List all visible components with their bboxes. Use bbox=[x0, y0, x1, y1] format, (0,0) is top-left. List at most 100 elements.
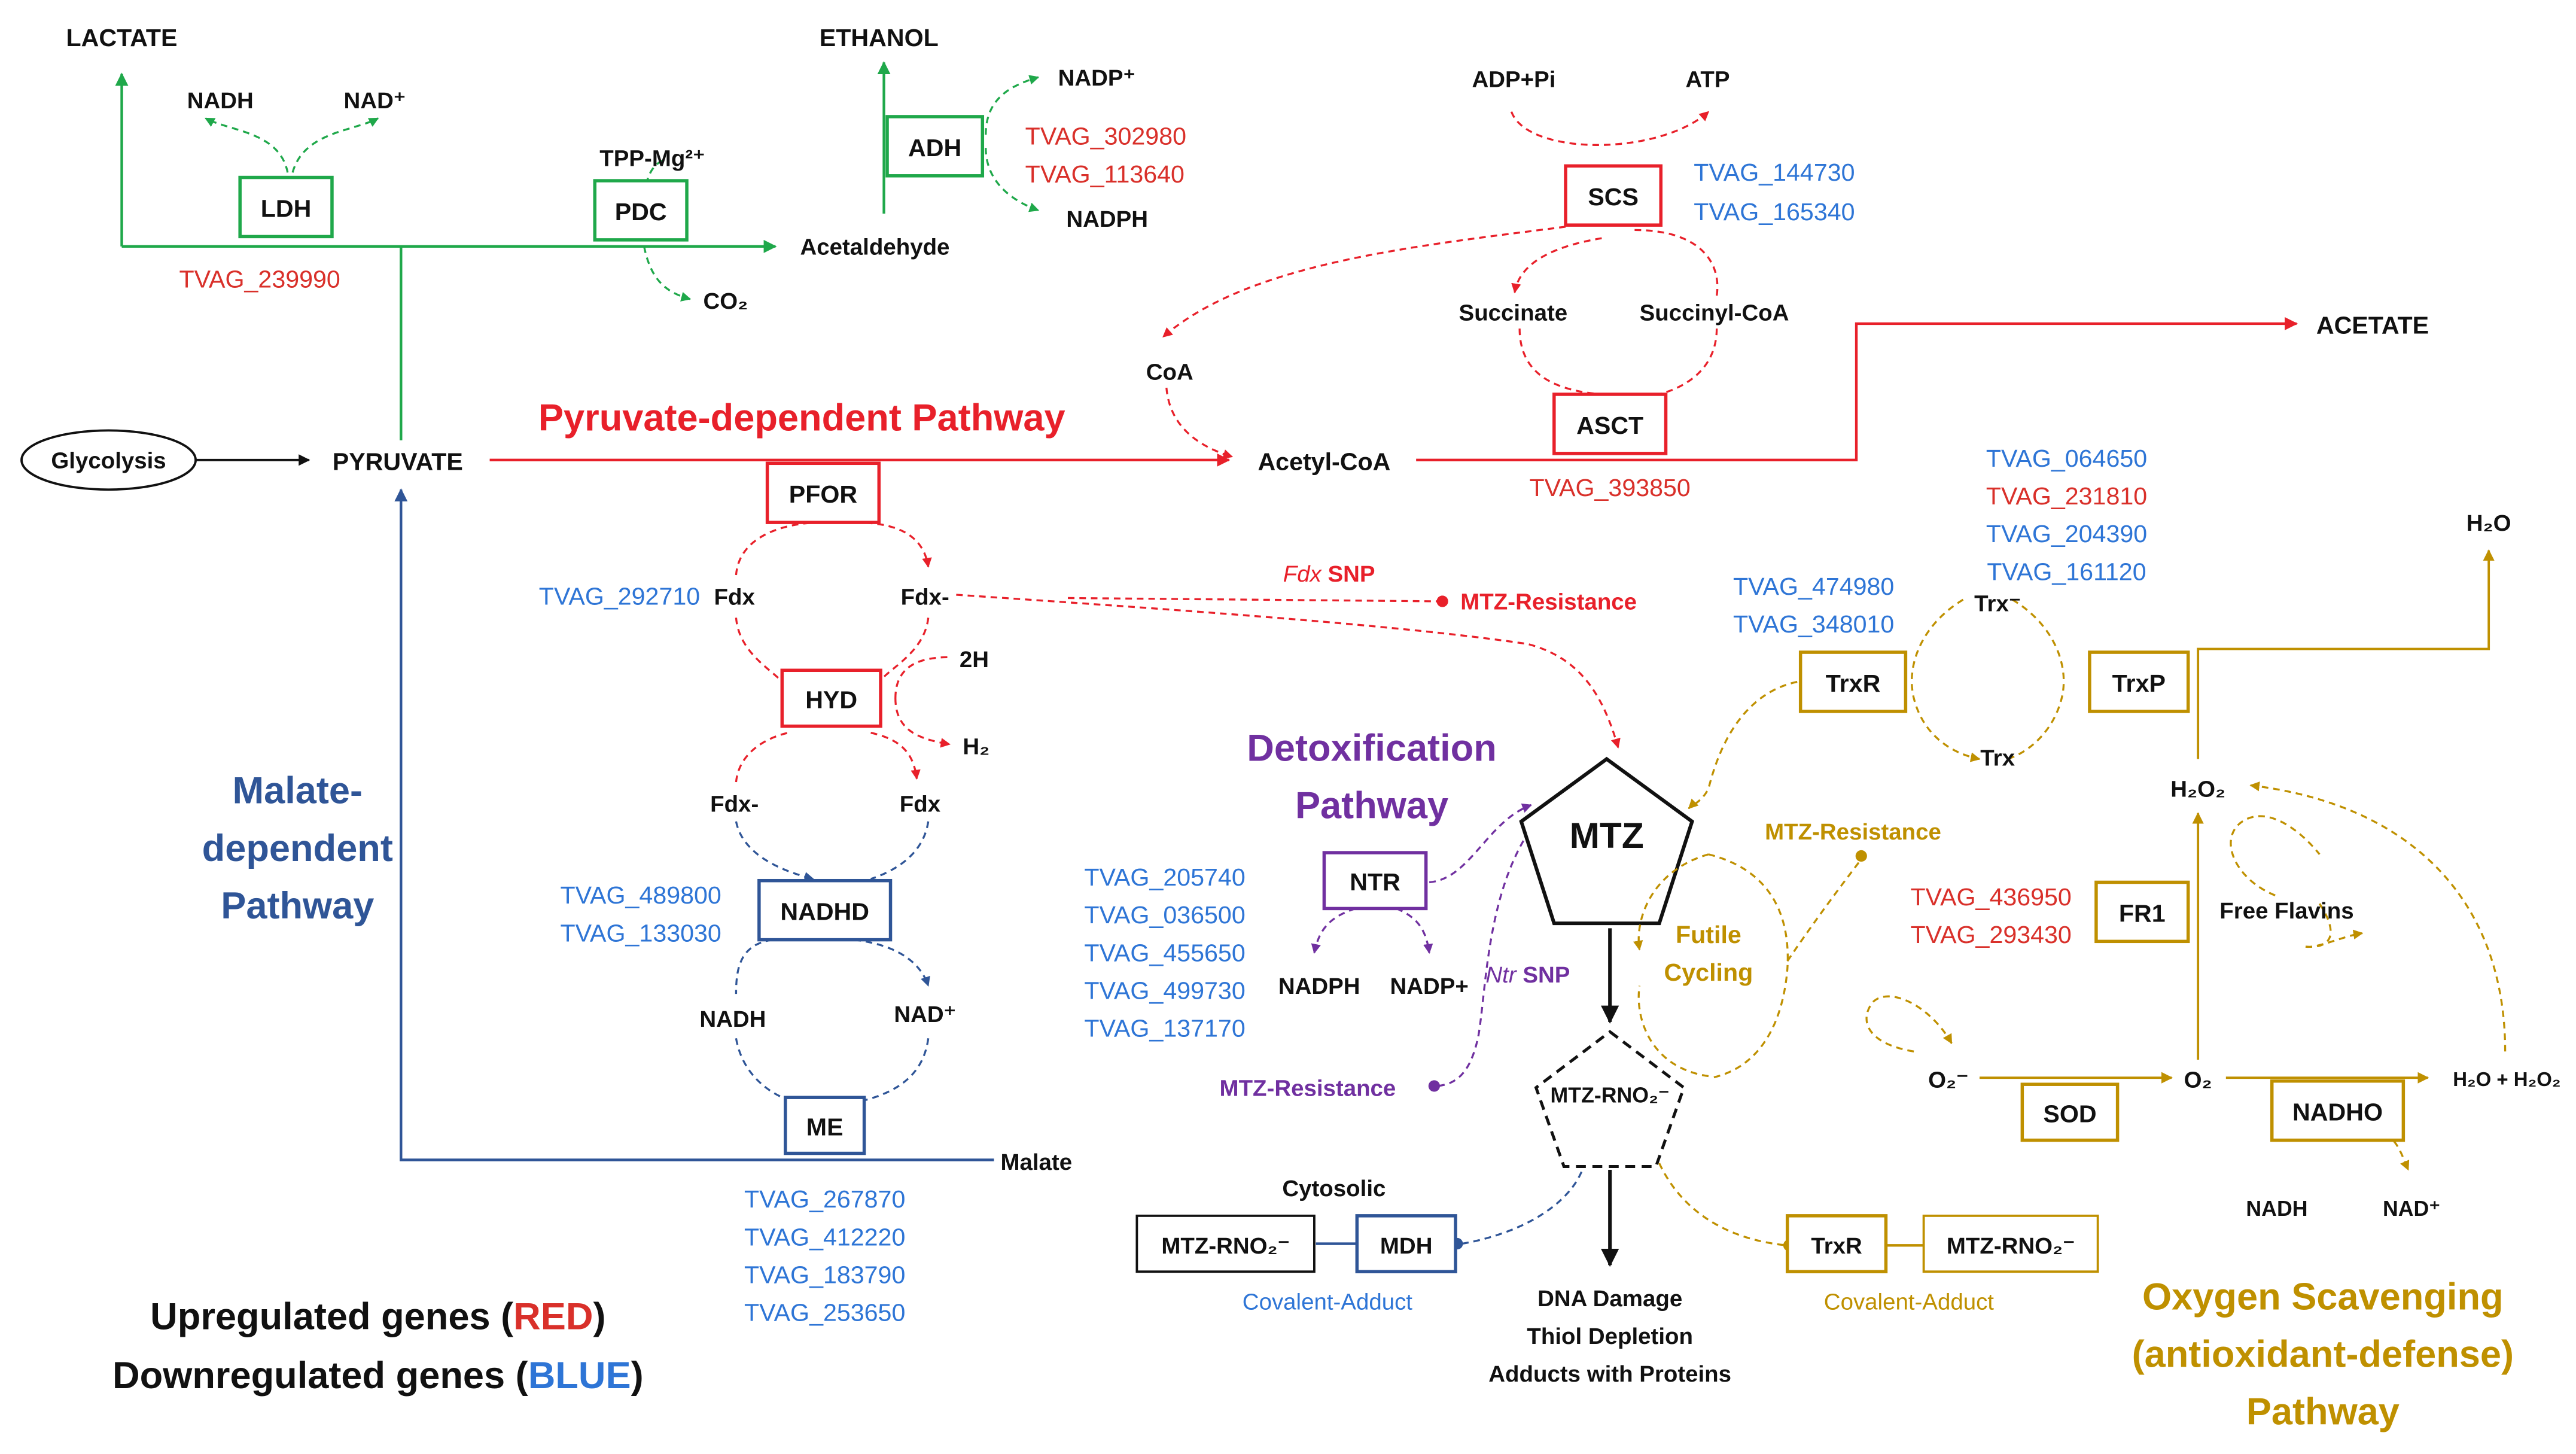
nadph-adh-label: NADPH bbox=[1066, 206, 1148, 232]
enzyme-ntr-label: NTR bbox=[1350, 868, 1400, 896]
enzyme-pdc: PDC bbox=[593, 179, 689, 242]
legend: Upregulated genes (RED) Downregulated ge… bbox=[112, 1295, 644, 1397]
fdx-top-right-label: Fdx- bbox=[901, 584, 949, 610]
o2-label: O₂ bbox=[2184, 1067, 2212, 1093]
gene-asct-0: TVAG_393850 bbox=[1530, 474, 1691, 501]
covalent-adduct-left: Covalent-Adduct bbox=[1243, 1289, 1412, 1315]
gene-trxr-1: TVAG_348010 bbox=[1733, 610, 1894, 638]
mtz-resistance-purple: MTZ-Resistance bbox=[1220, 1075, 1396, 1101]
mtz-rno2-label: MTZ-RNO₂⁻ bbox=[1551, 1083, 1670, 1107]
nadh-me-label: NADH bbox=[699, 1006, 766, 1032]
malate-title-line-3: Pathway bbox=[221, 885, 374, 927]
enzyme-pfor: PFOR bbox=[765, 461, 881, 524]
gene-ntr-4: TVAG_137170 bbox=[1084, 1015, 1245, 1042]
ntr-snp-label: Ntr SNP bbox=[1485, 962, 1570, 988]
futile-cycling-line-2: Cycling bbox=[1664, 959, 1753, 986]
futile-cycling-line-1: Futile bbox=[1676, 921, 1741, 948]
enzyme-nadho-label: NADHO bbox=[2292, 1099, 2383, 1126]
trx-minus-label: Trx⁻ bbox=[1974, 591, 2021, 616]
gene-ntr-1: TVAG_036500 bbox=[1084, 901, 1245, 929]
adduct-box-right: MTZ-RNO₂⁻ bbox=[1922, 1214, 2099, 1273]
nadp-adh-label: NADP⁺ bbox=[1058, 65, 1135, 91]
gene-ntr-2: TVAG_455650 bbox=[1084, 939, 1245, 966]
enzyme-asct-label: ASCT bbox=[1576, 412, 1643, 439]
enzyme-hyd-label: HYD bbox=[805, 686, 857, 713]
enzyme-me: ME bbox=[784, 1096, 866, 1155]
enzyme-pfor-label: PFOR bbox=[789, 480, 857, 508]
oxygen-title-line-2: (antioxidant-defense) bbox=[2132, 1333, 2514, 1375]
enzyme-trxr-top: TrxR bbox=[1798, 650, 1908, 713]
mtz-resistance-gold: MTZ-Resistance bbox=[1765, 819, 1941, 845]
gene-nadhd-1: TVAG_133030 bbox=[561, 919, 721, 947]
covalent-adduct-right: Covalent-Adduct bbox=[1824, 1289, 1994, 1315]
oxygen-title-line-1: Oxygen Scavenging bbox=[2142, 1276, 2504, 1318]
oxygen-pathway-lines bbox=[1633, 549, 2507, 1251]
gene-ntr-3: TVAG_499730 bbox=[1084, 977, 1245, 1004]
gene-me-1: TVAG_412220 bbox=[744, 1223, 905, 1251]
free-flavins-label: Free Flavins bbox=[2219, 898, 2353, 924]
enzyme-mdh: MDH bbox=[1355, 1214, 1457, 1273]
nadh-ldh-label: NADH bbox=[187, 88, 254, 114]
legend-up-word: RED bbox=[513, 1295, 593, 1337]
legend-upregulated: Upregulated genes (RED) bbox=[150, 1295, 605, 1337]
h2-label: H₂ bbox=[963, 734, 989, 759]
nad-ldh-label: NAD⁺ bbox=[344, 88, 406, 114]
enzyme-scs: SCS bbox=[1564, 164, 1663, 227]
gene-trxp-1: TVAG_231810 bbox=[1986, 482, 2147, 510]
enzyme-nadhd: NADHD bbox=[757, 878, 893, 942]
coa-label: CoA bbox=[1146, 359, 1193, 385]
legend-downregulated: Downregulated genes (BLUE) bbox=[112, 1355, 644, 1397]
malate-pathway-lines bbox=[394, 488, 1587, 1250]
enzyme-adh-label: ADH bbox=[908, 134, 961, 162]
adduct-box-left: MTZ-RNO₂⁻ bbox=[1135, 1214, 1316, 1273]
gene-scs-1: TVAG_165340 bbox=[1694, 198, 1855, 226]
mtz-pentagon bbox=[1519, 756, 1695, 926]
fdx-bottom-right-label: Fdx bbox=[900, 791, 941, 817]
gene-me-3: TVAG_253650 bbox=[744, 1299, 905, 1327]
detox-title-line-2: Pathway bbox=[1295, 784, 1448, 826]
enzyme-nadhd-label: NADHD bbox=[780, 898, 869, 926]
gene-trxr-0: TVAG_474980 bbox=[1733, 573, 1894, 600]
mtz-core bbox=[1519, 756, 1695, 1267]
gene-scs-0: TVAG_144730 bbox=[1694, 159, 1855, 186]
enzyme-adh: ADH bbox=[885, 115, 985, 178]
futile-cycling-label: Futile Cycling bbox=[1664, 921, 1753, 986]
malate-pathway-title: Malate- dependent Pathway bbox=[202, 770, 393, 927]
gene-nadhd-0: TVAG_489800 bbox=[561, 881, 721, 909]
fdx-top-left-label: Fdx bbox=[714, 584, 756, 610]
gene-trxp-0: TVAG_064650 bbox=[1986, 445, 2147, 472]
nadh-nadho-label: NADH bbox=[2246, 1197, 2307, 1221]
enzyme-hyd: HYD bbox=[780, 668, 882, 728]
two-h-label: 2H bbox=[960, 647, 989, 673]
legend-down-word: BLUE bbox=[528, 1355, 631, 1397]
fdx-snp-label: Fdx SNP bbox=[1283, 561, 1375, 587]
outcome-protein-adducts: Adducts with Proteins bbox=[1488, 1361, 1731, 1387]
mtz-resistance-red: MTZ-Resistance bbox=[1460, 589, 1637, 615]
pyruvate-label: PYRUVATE bbox=[333, 448, 463, 475]
enzyme-trxr-top-label: TrxR bbox=[1826, 670, 1881, 697]
legend-up-prefix: Upregulated genes ( bbox=[150, 1295, 513, 1337]
malate-label: Malate bbox=[1000, 1149, 1072, 1175]
gene-trxp-2: TVAG_204390 bbox=[1986, 520, 2147, 547]
o2-minus-label: O₂⁻ bbox=[1928, 1067, 1968, 1093]
glycolysis-label: Glycolysis bbox=[51, 448, 166, 474]
enzyme-mdh-label: MDH bbox=[1380, 1233, 1433, 1259]
ethanol-label: ETHANOL bbox=[820, 24, 939, 51]
gene-me-2: TVAG_183790 bbox=[744, 1261, 905, 1288]
gene-adh-0: TVAG_302980 bbox=[1025, 123, 1186, 150]
acetyl-coa-label: Acetyl-CoA bbox=[1257, 448, 1390, 475]
tpp-label: TPP-Mg²⁺ bbox=[599, 145, 705, 171]
nad-me-label: NAD⁺ bbox=[894, 1002, 956, 1027]
succinate-label: Succinate bbox=[1459, 300, 1568, 326]
legend-down-prefix: Downregulated genes ( bbox=[112, 1355, 528, 1397]
gene-me-0: TVAG_267870 bbox=[744, 1185, 905, 1213]
acetaldehyde-label: Acetaldehyde bbox=[800, 235, 950, 260]
fdx-snp-italic: Fdx bbox=[1283, 561, 1323, 587]
oxygen-pathway-title: Oxygen Scavenging (antioxidant-defense) … bbox=[2132, 1276, 2514, 1432]
adp-pi-label: ADP+Pi bbox=[1472, 67, 1556, 93]
nadph-ntr-label: NADPH bbox=[1278, 974, 1360, 999]
enzyme-sod: SOD bbox=[2020, 1082, 2120, 1142]
legend-up-suffix: ) bbox=[593, 1295, 605, 1337]
nadp-ntr-label: NADP+ bbox=[1390, 974, 1468, 999]
